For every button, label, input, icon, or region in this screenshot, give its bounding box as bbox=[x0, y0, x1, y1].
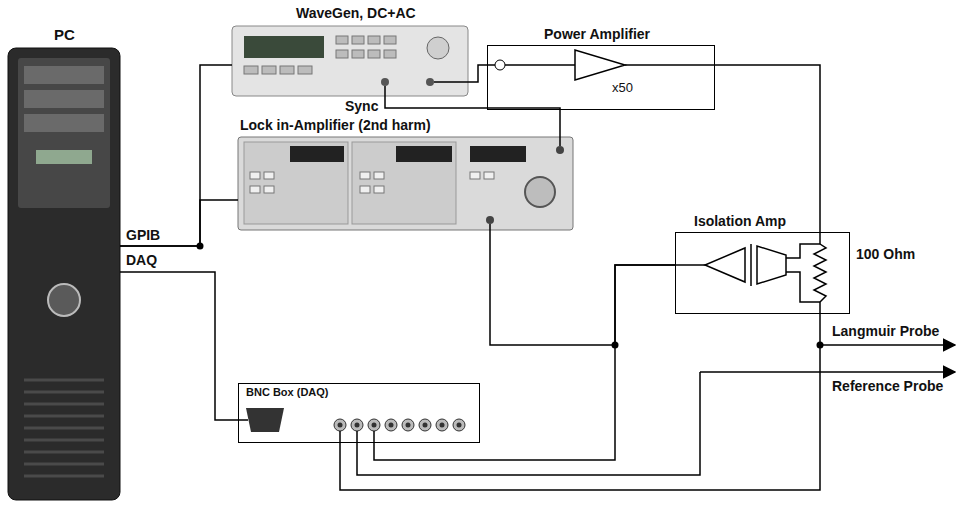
resistor-symbol bbox=[814, 244, 826, 302]
isolation-amplifier: Isolation Amp100 Ohm bbox=[675, 232, 850, 314]
wire bbox=[489, 224, 491, 230]
wavegen-buttons bbox=[244, 36, 396, 74]
sync-connector bbox=[381, 78, 389, 86]
probe-label: Reference Probe bbox=[832, 378, 943, 394]
wire bbox=[675, 264, 705, 266]
bnc-box: BNC Box (DAQ) bbox=[238, 383, 480, 443]
lockin-panel bbox=[352, 142, 456, 224]
cable bbox=[374, 265, 675, 460]
waveform-generator: WaveGen, DC+AC bbox=[232, 26, 468, 96]
output-connector bbox=[426, 78, 434, 86]
pc-display bbox=[36, 150, 92, 164]
lockin-body bbox=[238, 137, 573, 230]
wire bbox=[238, 419, 248, 421]
cable bbox=[120, 272, 238, 420]
isolation-amplifier-symbol bbox=[705, 248, 745, 282]
cable bbox=[490, 230, 675, 345]
wavegen-display bbox=[244, 36, 324, 58]
pc-vents bbox=[24, 380, 104, 476]
pc: PC bbox=[8, 48, 120, 500]
device-heading: PC bbox=[54, 26, 75, 43]
lock-in-amplifier: Lock in-Amplifier (2nd harm) bbox=[238, 137, 573, 230]
cable bbox=[120, 200, 238, 246]
langmuir-wire bbox=[340, 345, 820, 490]
pc-tower bbox=[8, 48, 120, 500]
device-heading: Isolation Amp bbox=[694, 213, 786, 229]
wire bbox=[505, 64, 575, 66]
wire bbox=[559, 137, 561, 146]
drive-bay bbox=[24, 114, 104, 132]
wavegen-body bbox=[232, 26, 468, 96]
lockin-panel bbox=[244, 142, 348, 224]
wire bbox=[786, 272, 820, 302]
lockin-display bbox=[470, 146, 526, 162]
wire bbox=[819, 302, 821, 345]
cable bbox=[120, 65, 232, 246]
wavegen-knob bbox=[427, 37, 449, 59]
input-connector bbox=[495, 60, 505, 70]
wire bbox=[786, 244, 820, 258]
power-amplifier: Power Amplifierx50 bbox=[487, 45, 715, 110]
junction-dot bbox=[817, 342, 824, 349]
bus-label: GPIB bbox=[126, 227, 160, 243]
reference-input bbox=[556, 146, 564, 154]
wire bbox=[487, 64, 495, 66]
bus-label: DAQ bbox=[126, 252, 157, 268]
isolation-input-stage bbox=[757, 246, 786, 284]
drive-bay bbox=[24, 90, 104, 108]
device-annotation: 100 Ohm bbox=[856, 246, 915, 262]
drive-bay bbox=[24, 66, 104, 84]
pc-front-panel bbox=[18, 58, 110, 208]
bnc-connectors bbox=[334, 419, 465, 431]
device-heading: Power Amplifier bbox=[544, 26, 650, 42]
signal-input bbox=[486, 216, 494, 224]
daq-connector bbox=[246, 408, 284, 432]
port-label: Sync bbox=[345, 98, 378, 114]
device-heading: WaveGen, DC+AC bbox=[296, 5, 416, 21]
lockin-display bbox=[396, 146, 452, 162]
reference-probe-arrow bbox=[700, 371, 955, 373]
power-button bbox=[48, 284, 80, 316]
wire bbox=[434, 81, 468, 83]
cable bbox=[715, 65, 820, 232]
lockin-knob bbox=[525, 177, 555, 207]
device-heading: Lock in-Amplifier (2nd harm) bbox=[240, 117, 431, 133]
device-heading: BNC Box (DAQ) bbox=[246, 386, 329, 399]
wire bbox=[373, 431, 375, 443]
probe-label: Langmuir Probe bbox=[832, 323, 939, 339]
lockin-display bbox=[290, 146, 344, 162]
amplifier-symbol bbox=[575, 50, 625, 80]
lockin-buttons bbox=[250, 172, 494, 193]
wire bbox=[384, 86, 386, 96]
langmuir-probe-arrow bbox=[820, 344, 955, 346]
wire bbox=[819, 232, 821, 244]
isolation-barrier bbox=[750, 244, 752, 286]
cable bbox=[468, 65, 487, 82]
wire bbox=[625, 64, 715, 66]
device-annotation: x50 bbox=[612, 80, 633, 95]
